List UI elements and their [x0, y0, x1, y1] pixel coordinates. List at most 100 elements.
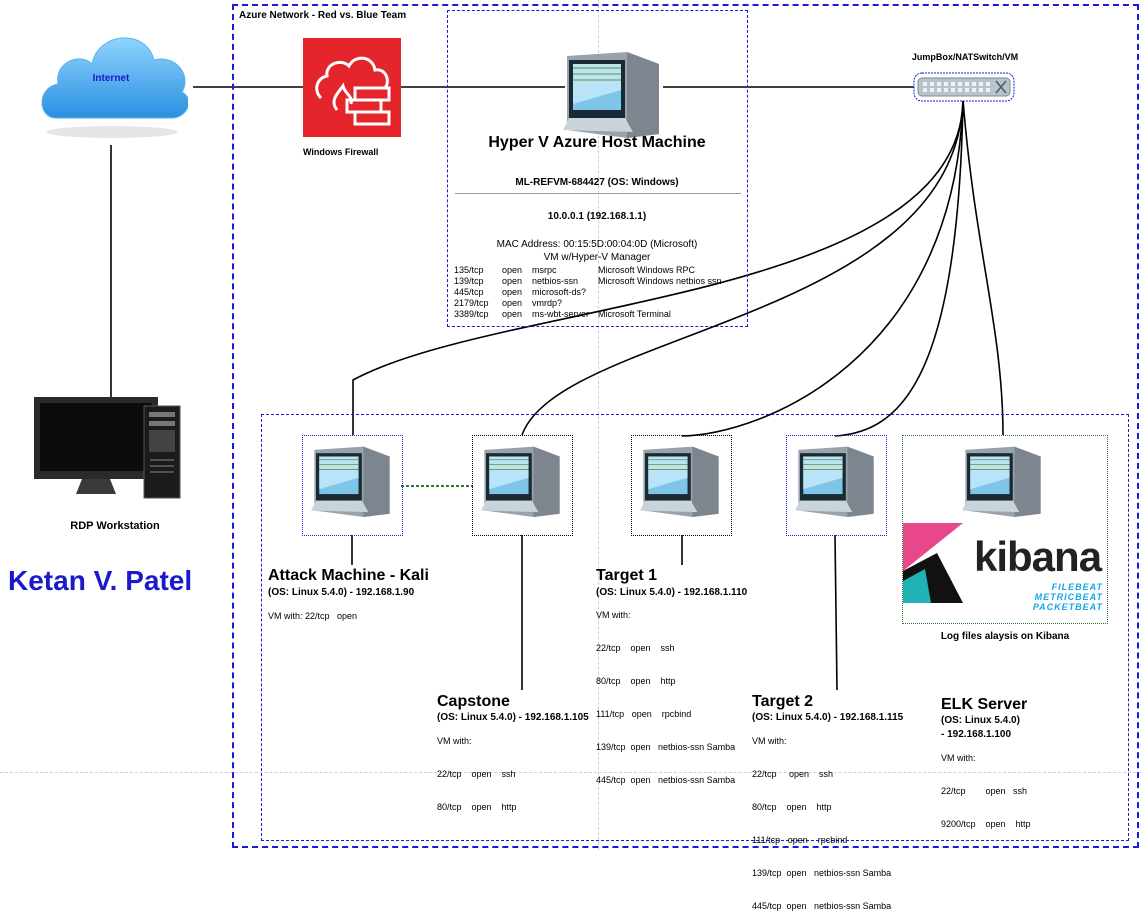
port-row: 445/tcp open netbios-ssn Samba — [752, 901, 892, 911]
link-jumpbox-kali — [352, 99, 964, 435]
link-target2-label — [834, 534, 838, 691]
port-row: 22/tcp open ssh — [596, 643, 675, 653]
link-jumpbox-elk — [962, 99, 1004, 436]
host-vm-header: VM w/Hyper-V Manager — [543, 252, 651, 263]
kali-vm-icon — [311, 446, 390, 517]
kibana-logo-icon — [903, 523, 963, 603]
elk-ip: - 192.168.1.100 — [941, 729, 1012, 740]
capstone-title: Capstone — [437, 693, 510, 710]
switch-icon — [913, 72, 1015, 102]
vm-subnet-box — [261, 414, 1129, 841]
description: Microsoft Terminal — [598, 309, 671, 319]
state: open — [502, 265, 523, 275]
cloud-icon — [41, 37, 188, 138]
rdp-label: RDP Workstation — [70, 520, 160, 532]
state: open — [502, 298, 523, 308]
host-title: Hyper V Azure Host Machine — [488, 134, 706, 151]
service: ms-wbt-server — [532, 309, 590, 319]
jumpbox-label: JumpBox/NATSwitch/VM — [911, 52, 1019, 62]
description: Microsoft Windows netbios ssn — [598, 276, 722, 286]
description: Microsoft Windows RPC — [598, 265, 696, 275]
state: open — [502, 309, 523, 319]
state: open — [502, 276, 523, 286]
port-row: 22/tcp open ssh — [941, 786, 1028, 796]
elk-title: ELK Server — [941, 696, 1028, 713]
target1-port-list: 22/tcp open ssh 80/tcp open http 111/tcp… — [596, 621, 735, 797]
host-port-row: 2179/tcp open vmrdp? — [454, 298, 722, 309]
port-row: 80/tcp open http — [596, 676, 676, 686]
target2-os: (OS: Linux 5.4.0) - 192.168.1.115 — [752, 712, 904, 723]
port: 2179/tcp — [454, 298, 489, 308]
kali-vm-info: VM with: 22/tcp open — [268, 611, 358, 621]
capstone-os: (OS: Linux 5.4.0) - 192.168.1.105 — [437, 712, 589, 723]
connection-lines — [110, 86, 1004, 691]
service: vmrdp? — [532, 298, 563, 308]
capstone-vm-header: VM with: — [437, 736, 472, 746]
host-mac: MAC Address: 00:15:5D:00:04:0D (Microsof… — [496, 239, 698, 250]
link-jumpbox-target1 — [681, 99, 964, 437]
target2-vm-icon — [795, 446, 874, 517]
kibana-wordmark: kibana — [974, 533, 1102, 580]
port-row: 139/tcp open netbios-ssn Samba — [752, 868, 892, 878]
packetbeat-label: PACKETBEAT — [1032, 602, 1103, 612]
port: 139/tcp — [454, 276, 484, 286]
host-divider — [455, 193, 741, 194]
host-vm-icon — [563, 52, 659, 138]
internet-label: Internet — [92, 73, 130, 84]
workstation-icon — [34, 397, 181, 499]
host-name: ML-REFVM-684427 (OS: Windows) — [515, 177, 679, 188]
author-name: Ketan V. Patel — [8, 565, 193, 596]
kibana-caption: Log files alaysis on Kibana — [940, 631, 1070, 642]
elk-vm-box — [902, 435, 1108, 624]
service: msrpc — [532, 265, 557, 275]
service: netbios-ssn — [532, 276, 579, 286]
target1-vm-box — [631, 435, 732, 536]
kali-os: (OS: Linux 5.4.0) - 192.168.1.90 — [268, 587, 415, 598]
service: microsoft-ds? — [532, 287, 587, 297]
host-port-row: 139/tcp open netbios-ssn Microsoft Windows … — [454, 276, 722, 287]
metricbeat-label: METRICBEAT — [1034, 592, 1103, 602]
firewall-label: Windows Firewall — [303, 147, 379, 157]
host-machine-box — [447, 10, 748, 327]
target1-os: (OS: Linux 5.4.0) - 192.168.1.110 — [596, 587, 748, 598]
filebeat-label: FILEBEAT — [1051, 582, 1103, 592]
azure-network-boundary — [232, 4, 1139, 848]
kali-vm-box — [302, 435, 403, 536]
target2-vm-box — [786, 435, 887, 536]
elk-os: (OS: Linux 5.4.0) — [941, 715, 1020, 726]
target1-title: Target 1 — [596, 567, 658, 584]
target2-port-list: 22/tcp open ssh 80/tcp open http 111/tcp… — [752, 747, 891, 923]
target2-title: Target 2 — [752, 693, 814, 710]
port-row: 22/tcp open ssh — [437, 769, 516, 779]
host-port-table: 135/tcp open msrpc Microsoft Windows RPC 13… — [454, 265, 722, 320]
host-port-row: 445/tcp open microsoft-ds? — [454, 287, 722, 298]
state: open — [502, 287, 523, 297]
port-row: 111/tcp open rpcbind — [752, 835, 848, 845]
port-row: 111/tcp open rpcbind — [596, 709, 692, 719]
target1-vm-header: VM with: — [596, 610, 631, 620]
host-port-row: 3389/tcp open ms-wbt-server Microsoft Termi… — [454, 309, 722, 320]
port-row: 80/tcp open http — [752, 802, 832, 812]
port-row: 80/tcp open http — [437, 802, 517, 812]
port-row: 445/tcp open netbios-ssn Samba — [596, 775, 736, 785]
kali-title: Attack Machine - Kali — [268, 567, 429, 584]
host-port-row: 135/tcp open msrpc Microsoft Windows RPC — [454, 265, 722, 276]
elk-vm-icon — [962, 446, 1041, 517]
port-row: 9200/tcp open http — [941, 819, 1031, 829]
port: 3389/tcp — [454, 309, 489, 319]
azure-network-label: Azure Network - Red vs. Blue Team — [239, 10, 407, 21]
guide-line — [598, 0, 599, 850]
port-row: 139/tcp open netbios-ssn Samba — [596, 742, 736, 752]
capstone-vm-icon — [481, 446, 560, 517]
elk-port-list: 22/tcp open ssh 9200/tcp open http — [941, 764, 1031, 841]
guide-line — [0, 772, 1141, 773]
host-ip: 10.0.0.1 (192.168.1.1) — [547, 211, 647, 222]
firewall-icon — [303, 38, 401, 137]
capstone-vm-box — [472, 435, 573, 536]
port: 135/tcp — [454, 265, 484, 275]
port: 445/tcp — [454, 287, 484, 297]
target1-vm-icon — [640, 446, 719, 517]
elk-vm-header: VM with: — [941, 753, 976, 763]
link-jumpbox-capstone — [521, 99, 964, 436]
target2-vm-header: VM with: — [752, 736, 787, 746]
